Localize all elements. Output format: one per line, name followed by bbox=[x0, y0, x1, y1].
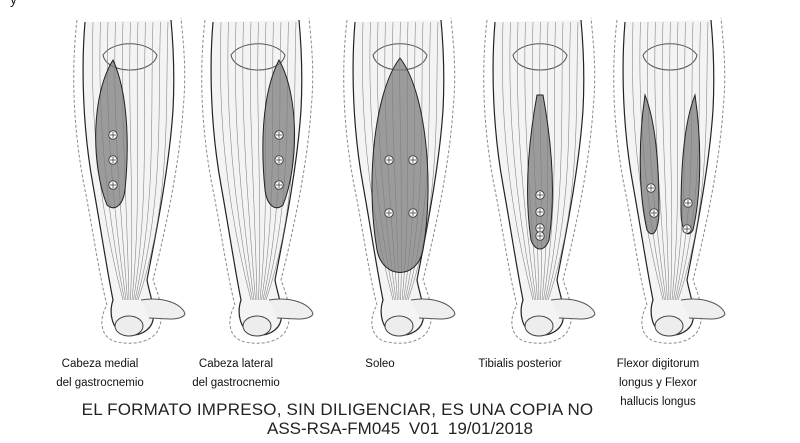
muscle-label-lateral-gastrocnemius: Cabeza lateral del gastrocnemio bbox=[166, 355, 306, 393]
insertion-marker bbox=[275, 156, 283, 164]
insertion-marker bbox=[385, 209, 393, 217]
insertion-marker bbox=[109, 131, 117, 139]
heel bbox=[525, 316, 553, 336]
label-line: Cabeza medial bbox=[30, 355, 170, 374]
insertion-marker bbox=[409, 209, 417, 217]
insertion-marker bbox=[109, 156, 117, 164]
insertion-marker bbox=[650, 209, 658, 217]
label-line: Tibialis posterior bbox=[455, 355, 585, 374]
label-line: hallucis longus bbox=[597, 393, 719, 412]
leg-figure-flexor-longus bbox=[595, 0, 745, 345]
label-line: Flexor digitorum bbox=[597, 355, 719, 374]
heel bbox=[655, 316, 683, 336]
insertion-marker bbox=[647, 184, 655, 192]
insertion-marker bbox=[409, 156, 417, 164]
insertion-marker bbox=[536, 208, 544, 216]
label-line: del gastrocnemio bbox=[30, 374, 170, 393]
muscle-label-soleus: Soleo bbox=[340, 355, 420, 374]
insertion-marker bbox=[536, 224, 544, 232]
muscle-label-flexor-longus: Flexor digitorum longus y Flexor halluci… bbox=[597, 355, 719, 412]
insertion-marker bbox=[536, 232, 544, 240]
diagram-row bbox=[0, 0, 800, 345]
leg-figure-tibialis-posterior bbox=[465, 0, 615, 345]
heel bbox=[243, 316, 271, 336]
leg-illustration bbox=[595, 0, 745, 345]
insertion-marker bbox=[275, 131, 283, 139]
insertion-marker bbox=[684, 199, 692, 207]
insertion-marker bbox=[275, 181, 283, 189]
insertion-marker bbox=[683, 225, 691, 233]
label-line: Soleo bbox=[340, 355, 420, 374]
insertion-marker bbox=[109, 181, 117, 189]
muscle-label-medial-gastrocnemius: Cabeza medial del gastrocnemio bbox=[30, 355, 170, 393]
muscle-label-tibialis-posterior: Tibialis posterior bbox=[455, 355, 585, 374]
label-line: longus y Flexor bbox=[597, 374, 719, 393]
leg-figure-soleus bbox=[325, 0, 475, 345]
insertion-marker bbox=[536, 191, 544, 199]
label-line: Cabeza lateral bbox=[166, 355, 306, 374]
heel bbox=[385, 316, 413, 336]
leg-illustration bbox=[325, 0, 475, 345]
label-line: del gastrocnemio bbox=[166, 374, 306, 393]
leg-illustration bbox=[183, 0, 333, 345]
leg-figure-lateral-gastrocnemius bbox=[183, 0, 333, 345]
heel bbox=[115, 316, 143, 336]
leg-illustration bbox=[465, 0, 615, 345]
insertion-marker bbox=[385, 156, 393, 164]
